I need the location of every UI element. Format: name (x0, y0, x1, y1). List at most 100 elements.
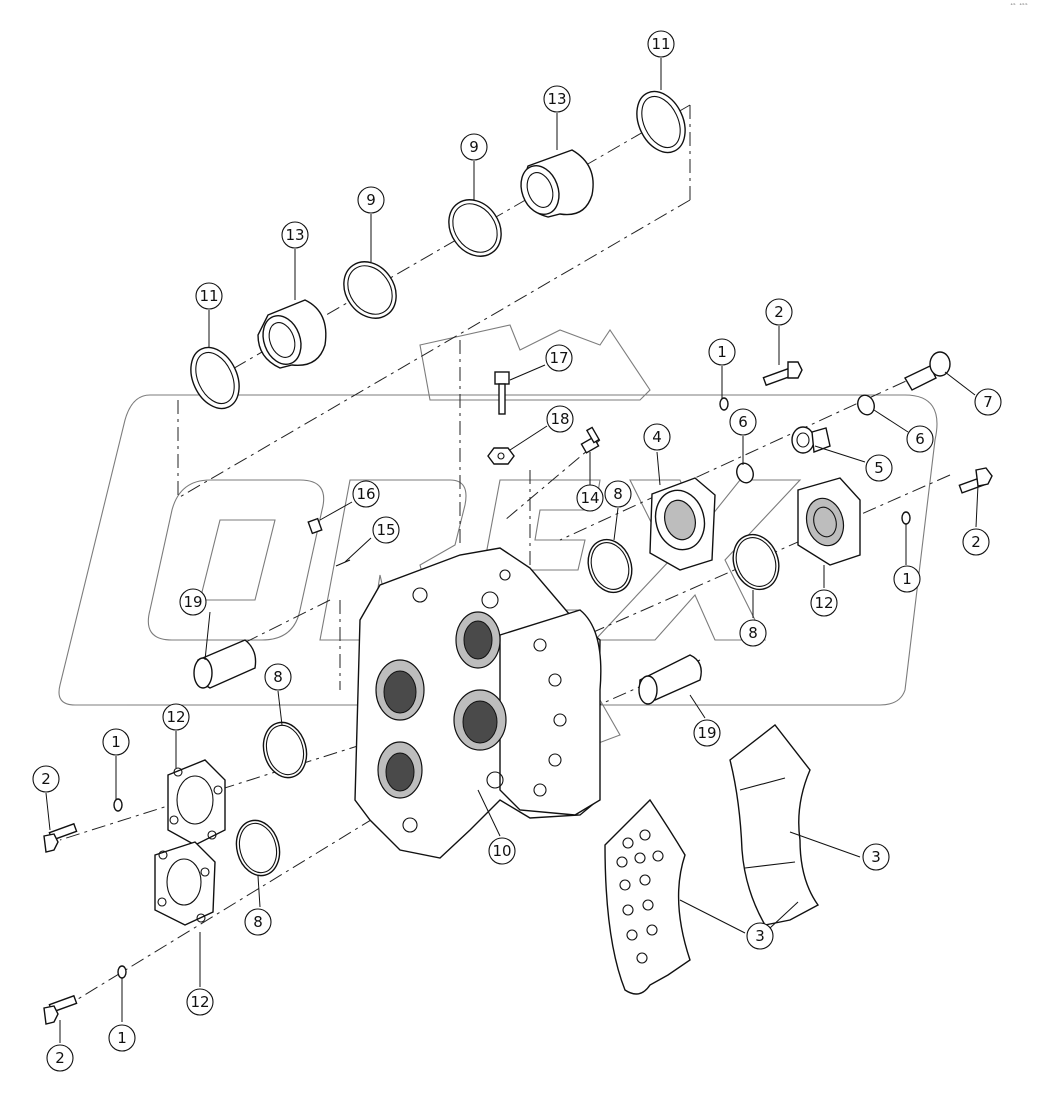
callout-label: 12 (166, 708, 185, 726)
seal-ring-8-right (732, 533, 780, 591)
callout-14: 14 (576, 484, 604, 512)
callout-label: 2 (55, 1049, 65, 1067)
callout-label: 11 (199, 287, 218, 305)
callout-label: 5 (874, 459, 884, 477)
callout-8: 8 (264, 663, 292, 691)
callout-3: 3 (862, 843, 890, 871)
callout-13: 13 (281, 221, 309, 249)
callout-label: 10 (492, 842, 511, 860)
callout-circle (893, 565, 921, 593)
bolt-2-right (958, 467, 993, 494)
cylinder-cap-12-left-lower (154, 841, 216, 926)
callout-label: 2 (41, 770, 51, 788)
callout-circle (179, 588, 207, 616)
bolt-17 (494, 371, 510, 415)
callout-circle (962, 528, 990, 556)
callout-10: 10 (488, 837, 516, 865)
callout-8: 8 (739, 619, 767, 647)
banjo-bolt-7 (904, 351, 951, 391)
cylinder-cap-12-left-upper (167, 759, 226, 846)
cylinder-cap-4 (649, 477, 716, 571)
callout-label: 17 (549, 349, 568, 367)
seal-ring-8-left-lower (235, 819, 281, 877)
callout-19: 19 (693, 719, 721, 747)
callout-circle (186, 988, 214, 1016)
callout-label: 3 (755, 927, 765, 945)
callout-label: 8 (613, 485, 623, 503)
callout-label: 8 (748, 624, 758, 642)
callout-circle (162, 703, 190, 731)
callout-circle (102, 728, 130, 756)
callout-9: 9 (460, 133, 488, 161)
callout-circle (46, 1044, 74, 1072)
nut-18 (487, 447, 515, 465)
callout-circle (604, 480, 632, 508)
callout-15: 15 (372, 516, 400, 544)
callout-circle (765, 298, 793, 326)
ring-seal-9-lower (343, 261, 397, 319)
callout-label: 4 (652, 428, 662, 446)
callout-label: 19 (697, 724, 716, 742)
callout-circle (352, 480, 380, 508)
callout-8: 8 (244, 908, 272, 936)
callout-label: 8 (273, 668, 283, 686)
callout-label: 11 (651, 35, 670, 53)
bolt-2-top-right (762, 361, 803, 387)
callout-label: 12 (814, 594, 833, 612)
o-ring-6-top (857, 394, 875, 416)
brake-pad-3-friction (729, 724, 820, 926)
callout-label: 1 (717, 343, 727, 361)
callout-9: 9 (357, 186, 385, 214)
callout-7: 7 (974, 388, 1002, 416)
callout-12: 12 (810, 589, 838, 617)
callout-circle (746, 922, 774, 950)
callout-1: 1 (102, 728, 130, 756)
callout-2: 2 (765, 298, 793, 326)
ring-seal-11-top (636, 90, 686, 154)
leader-lines (45, 58, 979, 1043)
seal-ring-8-left-upper (262, 721, 308, 779)
callout-circle (865, 454, 893, 482)
callout-label: 2 (971, 533, 981, 551)
caliper-housing-10 (354, 547, 602, 859)
callout-circle (244, 908, 272, 936)
callout-label: 6 (915, 430, 925, 448)
callout-circle (264, 663, 292, 691)
callout-circle (546, 405, 574, 433)
callout-2: 2 (962, 528, 990, 556)
banjo-fitting-5 (791, 426, 831, 454)
callout-label: 16 (356, 485, 375, 503)
callout-1: 1 (708, 338, 736, 366)
callout-circle (906, 425, 934, 453)
callout-circle (281, 221, 309, 249)
callout-label: 1 (117, 1029, 127, 1047)
callout-label: 14 (580, 489, 599, 507)
callout-circle (543, 85, 571, 113)
callout-circle (32, 765, 60, 793)
callout-label: 7 (983, 393, 993, 411)
o-ring-6-lower (736, 462, 754, 484)
callout-label: 3 (871, 848, 881, 866)
callout-circle (108, 1024, 136, 1052)
callout-label: 12 (190, 993, 209, 1011)
bushing-13-top (520, 149, 594, 218)
callout-8: 8 (604, 480, 632, 508)
guide-pin-19-left (193, 639, 257, 689)
callout-circle (488, 837, 516, 865)
callout-3: 3 (746, 922, 774, 950)
callout-12: 12 (162, 703, 190, 731)
callout-1: 1 (893, 565, 921, 593)
pin-15 (335, 559, 351, 567)
washer-1-left-lower (117, 965, 127, 979)
bushing-13-lower (257, 299, 327, 369)
callout-circle (576, 484, 604, 512)
callout-circle (460, 133, 488, 161)
corner-mark: ᵃᵇ ᵃᵇᵇ (1009, 3, 1028, 9)
callout-17: 17 (545, 344, 573, 372)
callout-12: 12 (186, 988, 214, 1016)
bolt-2-left-upper (43, 822, 78, 853)
callout-label: 19 (183, 593, 202, 611)
callout-circle (357, 186, 385, 214)
